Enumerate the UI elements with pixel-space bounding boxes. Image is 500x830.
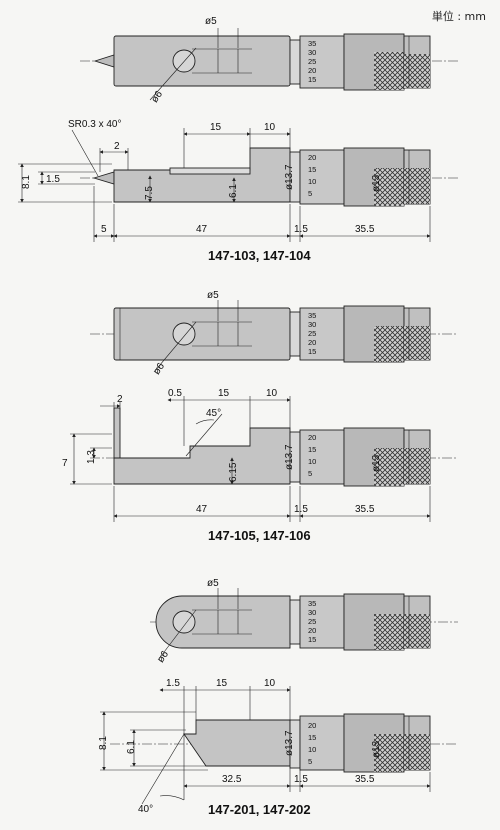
scale-tick: 5 (308, 189, 312, 198)
scale-tick: 30 (308, 320, 316, 329)
model2-dim-2: 2 (117, 394, 123, 405)
model3-dim-10: 10 (264, 678, 276, 689)
model1-dim-d13: ø13 (371, 174, 382, 192)
model1-dim-7-5: 7.5 (144, 186, 155, 200)
model1-tip-radius: SR0.3 x 40° (68, 119, 121, 130)
model1-top-d6: ø6 (149, 89, 165, 105)
scale-tick: 10 (308, 745, 316, 754)
model3-dim-6-1: 6.1 (126, 740, 137, 754)
model1-side-view (18, 128, 458, 242)
scale-tick: 20 (308, 66, 316, 75)
model1-caption: 147-103, 147-104 (208, 248, 311, 263)
scale-tick: 15 (308, 347, 316, 356)
model2-top-view (90, 300, 458, 373)
model3-top-d5: ø5 (207, 578, 219, 589)
model3-dim-1-5: 1.5 (166, 678, 180, 689)
scale-tick: 20 (308, 626, 316, 635)
model2-top-d6: ø6 (151, 361, 167, 377)
model1-dim-1-5: 1.5 (46, 174, 60, 185)
scale-tick: 15 (308, 165, 316, 174)
scale-tick: 10 (308, 457, 316, 466)
unit-label: 単位 : mm (431, 10, 486, 23)
scale-tick: 10 (308, 177, 316, 186)
model3-side-view (100, 686, 458, 805)
model1-dim-10: 10 (264, 122, 276, 133)
scale-tick: 5 (308, 757, 312, 766)
model2-top-d5: ø5 (207, 290, 219, 301)
model2-dim-15: 15 (218, 388, 230, 399)
model3-dim-d13: ø13 (371, 740, 382, 758)
model3-dim-1-5-b: 1.5 (294, 774, 308, 785)
model2-side-view (70, 396, 458, 522)
model3-dim-8-1: 8.1 (98, 736, 109, 750)
scale-tick: 25 (308, 57, 316, 66)
model1-side-thimble-scale: 20 15 10 5 (308, 153, 316, 198)
model2-dim-0-5: 0.5 (168, 388, 182, 399)
scale-tick: 15 (308, 635, 316, 644)
model1-dim-35-5: 35.5 (355, 224, 375, 235)
model1-dim-5: 5 (101, 224, 107, 235)
scale-tick: 30 (308, 48, 316, 57)
model2-dim-7: 7 (62, 458, 68, 469)
model2-dim-35-5: 35.5 (355, 504, 375, 515)
scale-tick: 5 (308, 469, 312, 478)
model1-dim-1-5-b: 1.5 (294, 224, 308, 235)
model1-dim-47: 47 (196, 224, 208, 235)
scale-tick: 35 (308, 311, 316, 320)
scale-tick: 30 (308, 608, 316, 617)
model3-dim-35-5: 35.5 (355, 774, 375, 785)
model2-dim-1-3: 1.3 (86, 450, 97, 464)
model1-dim-2: 2 (114, 141, 120, 152)
model2-side-thimble-scale: 20 15 10 5 (308, 433, 316, 478)
model2-dim-6-15: 6.15 (228, 462, 239, 482)
model3-dim-d13-7: ø13.7 (284, 730, 295, 756)
model1-dim-6-1: 6.1 (228, 184, 239, 198)
model3-dim-15: 15 (216, 678, 228, 689)
model3-caption: 147-201, 147-202 (208, 802, 311, 817)
model1-top-view (80, 28, 458, 101)
model2-dim-1-5: 1.5 (294, 504, 308, 515)
scale-tick: 20 (308, 153, 316, 162)
scale-tick: 25 (308, 329, 316, 338)
model1-top-thimble-scale: 35 30 25 20 15 (308, 39, 316, 84)
model1-top-d5: ø5 (205, 16, 217, 27)
scale-tick: 20 (308, 433, 316, 442)
model3-top-view (150, 588, 458, 661)
scale-tick: 20 (308, 721, 316, 730)
scale-tick: 25 (308, 617, 316, 626)
scale-tick: 35 (308, 39, 316, 48)
model3-angle-40: 40° (138, 804, 153, 815)
model2-dim-47: 47 (196, 504, 208, 515)
model3-top-d6: ø6 (155, 649, 171, 665)
model2-angle-45: 45° (206, 408, 221, 419)
model3-side-thimble-scale: 20 15 10 5 (308, 721, 316, 766)
model2-dim-10: 10 (266, 388, 278, 399)
scale-tick: 15 (308, 445, 316, 454)
model3-top-thimble-scale: 35 30 25 20 15 (308, 599, 316, 644)
model1-dim-15: 15 (210, 122, 222, 133)
scale-tick: 35 (308, 599, 316, 608)
scale-tick: 20 (308, 338, 316, 347)
model2-dim-d13: ø13 (371, 454, 382, 472)
model2-dim-d13-7: ø13.7 (284, 444, 295, 470)
model2-caption: 147-105, 147-106 (208, 528, 311, 543)
scale-tick: 15 (308, 733, 316, 742)
model2-top-thimble-scale: 35 30 25 20 15 (308, 311, 316, 356)
scale-tick: 15 (308, 75, 316, 84)
model3-dim-32-5: 32.5 (222, 774, 242, 785)
model1-dim-d13-7: ø13.7 (284, 164, 295, 190)
model1-dim-8-1: 8.1 (21, 175, 32, 189)
